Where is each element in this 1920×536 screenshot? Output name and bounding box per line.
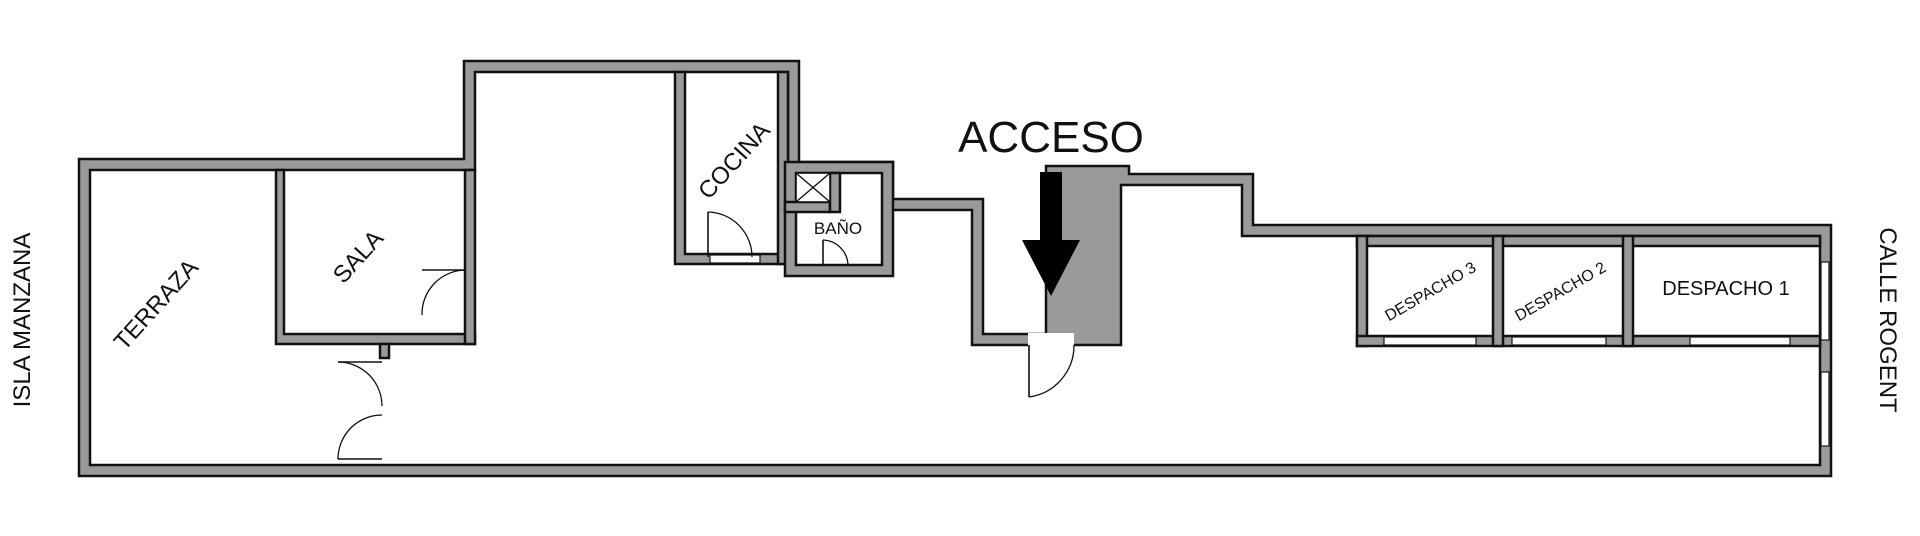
office-wall-left bbox=[1355, 234, 1369, 348]
terraza-wall bbox=[378, 342, 391, 360]
office-divider-1 bbox=[1491, 234, 1505, 348]
sala-wall-right bbox=[463, 168, 477, 346]
street-right-label: CALLE ROGENT bbox=[1874, 227, 1901, 413]
window bbox=[1820, 261, 1830, 341]
entrance-opening bbox=[1028, 333, 1074, 347]
down-arrow-icon bbox=[1022, 172, 1080, 296]
window bbox=[1383, 336, 1477, 346]
office-wall-top bbox=[1355, 234, 1822, 248]
shaft-cross-icon bbox=[795, 172, 831, 203]
window bbox=[1820, 371, 1830, 447]
door-swing-icon bbox=[337, 361, 383, 407]
door-swing-icon bbox=[1028, 344, 1075, 398]
window bbox=[1511, 336, 1607, 346]
door-swing-icon bbox=[337, 414, 383, 460]
street-left-label: ISLA MANZANA bbox=[9, 233, 36, 408]
door-swing-icon bbox=[421, 269, 467, 316]
shaft-wall bbox=[828, 171, 842, 214]
door-swing-icon bbox=[707, 211, 753, 258]
access-label: ACCESO bbox=[958, 113, 1144, 162]
room-label-despacho1: DESPACHO 1 bbox=[1662, 278, 1789, 300]
office-divider-2 bbox=[1621, 234, 1635, 348]
window bbox=[709, 254, 761, 264]
window bbox=[1689, 336, 1791, 346]
bathroom-divider bbox=[783, 200, 832, 214]
door-swing-icon bbox=[822, 239, 849, 266]
room-label-bano: BAÑO bbox=[814, 219, 862, 238]
